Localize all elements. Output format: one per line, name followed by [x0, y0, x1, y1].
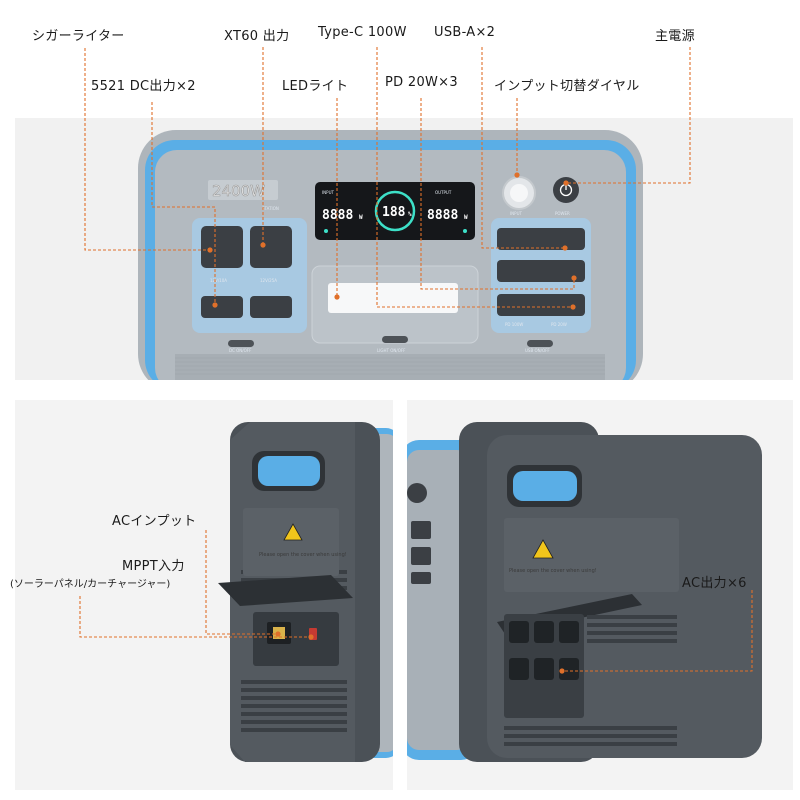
cover-warning-text: Please open the cover when using!	[259, 552, 347, 558]
lcd-battery-value: 188	[382, 205, 406, 220]
usb-onoff-label: USB ON/OFF	[525, 348, 550, 353]
light-onoff-button[interactable]	[382, 336, 408, 343]
ac-outlet	[509, 658, 529, 680]
callout-mppt: MPPT入力	[122, 559, 185, 574]
port-cover[interactable]	[243, 508, 339, 576]
light-onoff-label: LIGHT ON/OFF	[377, 348, 406, 353]
dc5521-port-1	[201, 296, 243, 318]
callout-input-dial: インプット切替ダイヤル	[494, 79, 640, 94]
callout-xt60: XT60 出力	[224, 29, 290, 44]
cover-warning-text: Please open the cover when using!	[509, 568, 597, 574]
left-side-illustration: Please open the cover when using!	[218, 422, 393, 762]
callout-mppt-note: (ソーラーパネル/カーチャージャー)	[10, 579, 171, 590]
front-view-panel: 2400W STATION 12V/10A 12V/25A DC ON/OFF …	[15, 118, 793, 380]
xt60-port-label: 12V/25A	[260, 278, 277, 283]
ac-outlet	[559, 621, 579, 643]
edge-port	[411, 547, 431, 565]
xt60-port	[250, 226, 292, 268]
callout-led-light: LEDライト	[282, 79, 349, 94]
typec-label-1: PD 100W	[505, 322, 523, 327]
lcd-input-label: INPUT	[322, 190, 335, 195]
edge-power-button	[407, 483, 427, 503]
cig-port-label: 12V/10A	[210, 278, 227, 283]
typec-label-2: PD 20W	[551, 322, 567, 327]
callout-pd20: PD 20W×3	[385, 75, 458, 90]
lcd-indicator-icon	[463, 229, 467, 233]
ac-outlet	[534, 621, 554, 643]
ac-outlet	[559, 658, 579, 680]
ac-outlet	[509, 621, 529, 643]
front-view-illustration: 2400W STATION 12V/10A 12V/25A DC ON/OFF …	[138, 130, 643, 380]
capacity-badge: 2400W	[212, 182, 265, 200]
dc5521-port-2	[250, 296, 292, 318]
lcd-battery-unit: %	[408, 211, 412, 218]
warning-icon	[532, 539, 554, 559]
ac-outlet	[534, 658, 554, 680]
dial-label: INPUT	[510, 211, 523, 216]
callout-ac-output: AC出力×6	[682, 576, 747, 591]
dc-onoff-button[interactable]	[228, 340, 254, 347]
edge-port	[411, 521, 431, 539]
input-port-bay	[253, 612, 339, 666]
mppt-input-port	[309, 628, 317, 640]
callout-ac-input: ACインプット	[112, 514, 197, 529]
left-side-view-panel: Please open the cover when using!	[15, 400, 393, 790]
cigar-lighter-port	[201, 226, 243, 268]
lower-vents	[241, 680, 347, 732]
pd20-port-row	[497, 260, 585, 282]
callout-typec: Type-C 100W	[318, 25, 407, 40]
vent-area	[175, 354, 605, 380]
port-cover[interactable]	[504, 518, 679, 592]
right-side-view-panel: Please open the cover when using!	[407, 400, 793, 790]
station-label: STATION	[262, 206, 279, 211]
handle-grip	[258, 456, 320, 486]
handle-grip	[513, 471, 577, 501]
lcd-indicator-icon	[324, 229, 328, 233]
callout-usba: USB-A×2	[434, 25, 496, 40]
power-label: POWER	[555, 211, 570, 216]
dc-onoff-label: DC ON/OFF	[229, 348, 252, 353]
dial-knob	[510, 184, 528, 202]
callout-main-power: 主電源	[655, 29, 695, 44]
right-side-illustration: Please open the cover when using!	[407, 422, 762, 762]
lcd-output-value: 8888	[427, 208, 458, 223]
typec-port-row	[497, 294, 585, 316]
callout-cigar-lighter: シガーライター	[32, 29, 125, 44]
edge-port	[411, 572, 431, 584]
lcd-input-unit: W	[359, 214, 363, 221]
led-light	[328, 283, 458, 313]
panel-divider	[398, 400, 402, 790]
lcd-output-unit: W	[464, 214, 468, 221]
lcd-output-label: OUTPUT	[435, 190, 452, 195]
warning-icon	[283, 523, 303, 541]
callout-dc5521: 5521 DC出力×2	[91, 79, 196, 94]
usb-a-port-row	[497, 228, 585, 250]
capacity-badge-bg	[208, 180, 278, 200]
usb-onoff-button[interactable]	[527, 340, 553, 347]
lcd-input-value: 8888	[322, 208, 353, 223]
